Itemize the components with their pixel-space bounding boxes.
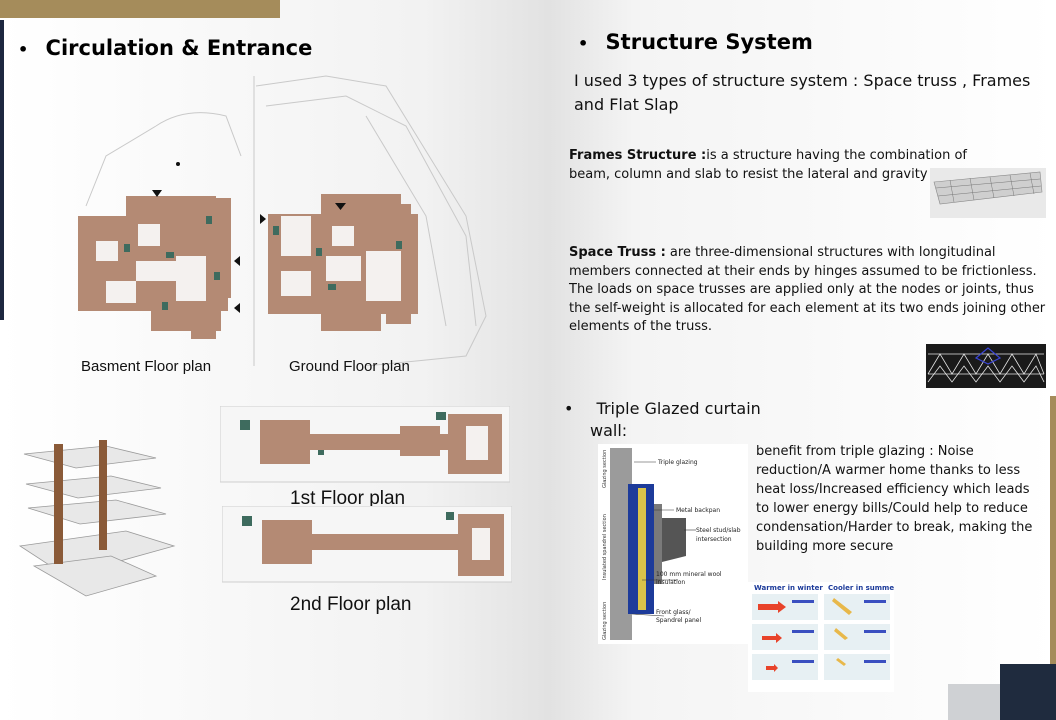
frame-structure-image bbox=[930, 168, 1046, 218]
side-label-spandrel: Insulated spandrel section bbox=[602, 514, 608, 580]
curtain-wall-heading: • Triple Glazed curtain wall: bbox=[564, 398, 761, 442]
side-label-glazing-bottom: Glazing section bbox=[602, 602, 608, 640]
second-floor-label: 2nd Floor plan bbox=[290, 594, 412, 615]
axonometric-diagram bbox=[18, 440, 176, 597]
curtain-wall-title-line2: wall: bbox=[590, 421, 628, 440]
gold-side-bar bbox=[1050, 396, 1056, 666]
label-front-1: Front glass/ bbox=[656, 609, 691, 616]
label-wool-1: 100 mm mineral wool bbox=[656, 571, 722, 578]
label-triple-glazing: Triple glazing bbox=[657, 459, 698, 466]
navy-corner-block bbox=[1000, 664, 1056, 720]
gold-header-bar bbox=[0, 0, 280, 18]
label-front-2: Spandrel panel bbox=[656, 617, 701, 624]
bullet: • bbox=[578, 34, 589, 53]
structure-heading: • Structure System bbox=[578, 30, 813, 54]
basement-label: Basment Floor plan bbox=[81, 358, 212, 375]
structure-title: Structure System bbox=[605, 30, 813, 54]
side-label-glazing-top: Glazing section bbox=[602, 450, 608, 488]
glazing-comparison-chart: Warmer in winter Cooler in summer bbox=[748, 582, 894, 692]
frames-term: Frames Structure : bbox=[569, 148, 707, 163]
curtain-wall-section: Triple glazing Metal backpan Steel stud/… bbox=[598, 444, 748, 644]
label-metal-backpan: Metal backpan bbox=[676, 507, 720, 514]
circulation-heading: • Circulation & Entrance bbox=[18, 36, 312, 60]
summer-label: Cooler in summer bbox=[828, 584, 894, 592]
space-truss-image bbox=[926, 344, 1046, 388]
basement-ground-plans bbox=[78, 75, 487, 366]
label-steel-stud: Steel stud/slab bbox=[696, 527, 741, 534]
triple-glazing-benefits: benefit from triple glazing : Noise redu… bbox=[756, 444, 1033, 554]
ground-label: Ground Floor plan bbox=[289, 358, 410, 375]
label-wool-2: insulation bbox=[656, 579, 685, 586]
first-floor-plan bbox=[220, 406, 510, 483]
frames-text: is a structure having the combination of… bbox=[569, 148, 971, 182]
structure-intro: I used 3 types of structure system : Spa… bbox=[574, 71, 1031, 114]
frames-paragraph: Frames Structure :is a structure having … bbox=[569, 147, 1009, 184]
winter-label: Warmer in winter bbox=[754, 584, 823, 592]
navy-side-bar bbox=[0, 20, 4, 320]
second-floor-plan bbox=[222, 506, 512, 583]
grey-corner-block bbox=[948, 684, 1000, 720]
curtain-wall-title-line1: Triple Glazed curtain bbox=[596, 399, 761, 418]
space-truss-term: Space Truss : bbox=[569, 245, 666, 260]
label-intersection: intersection bbox=[696, 536, 732, 543]
first-floor-label: 1st Floor plan bbox=[290, 488, 406, 509]
circulation-title: Circulation & Entrance bbox=[45, 36, 313, 60]
space-truss-text: are three-dimensional structures with lo… bbox=[569, 245, 1046, 334]
space-truss-paragraph: Space Truss : are three-dimensional stru… bbox=[569, 244, 1049, 337]
bullet: • bbox=[18, 40, 29, 59]
bullet: • bbox=[564, 399, 574, 418]
